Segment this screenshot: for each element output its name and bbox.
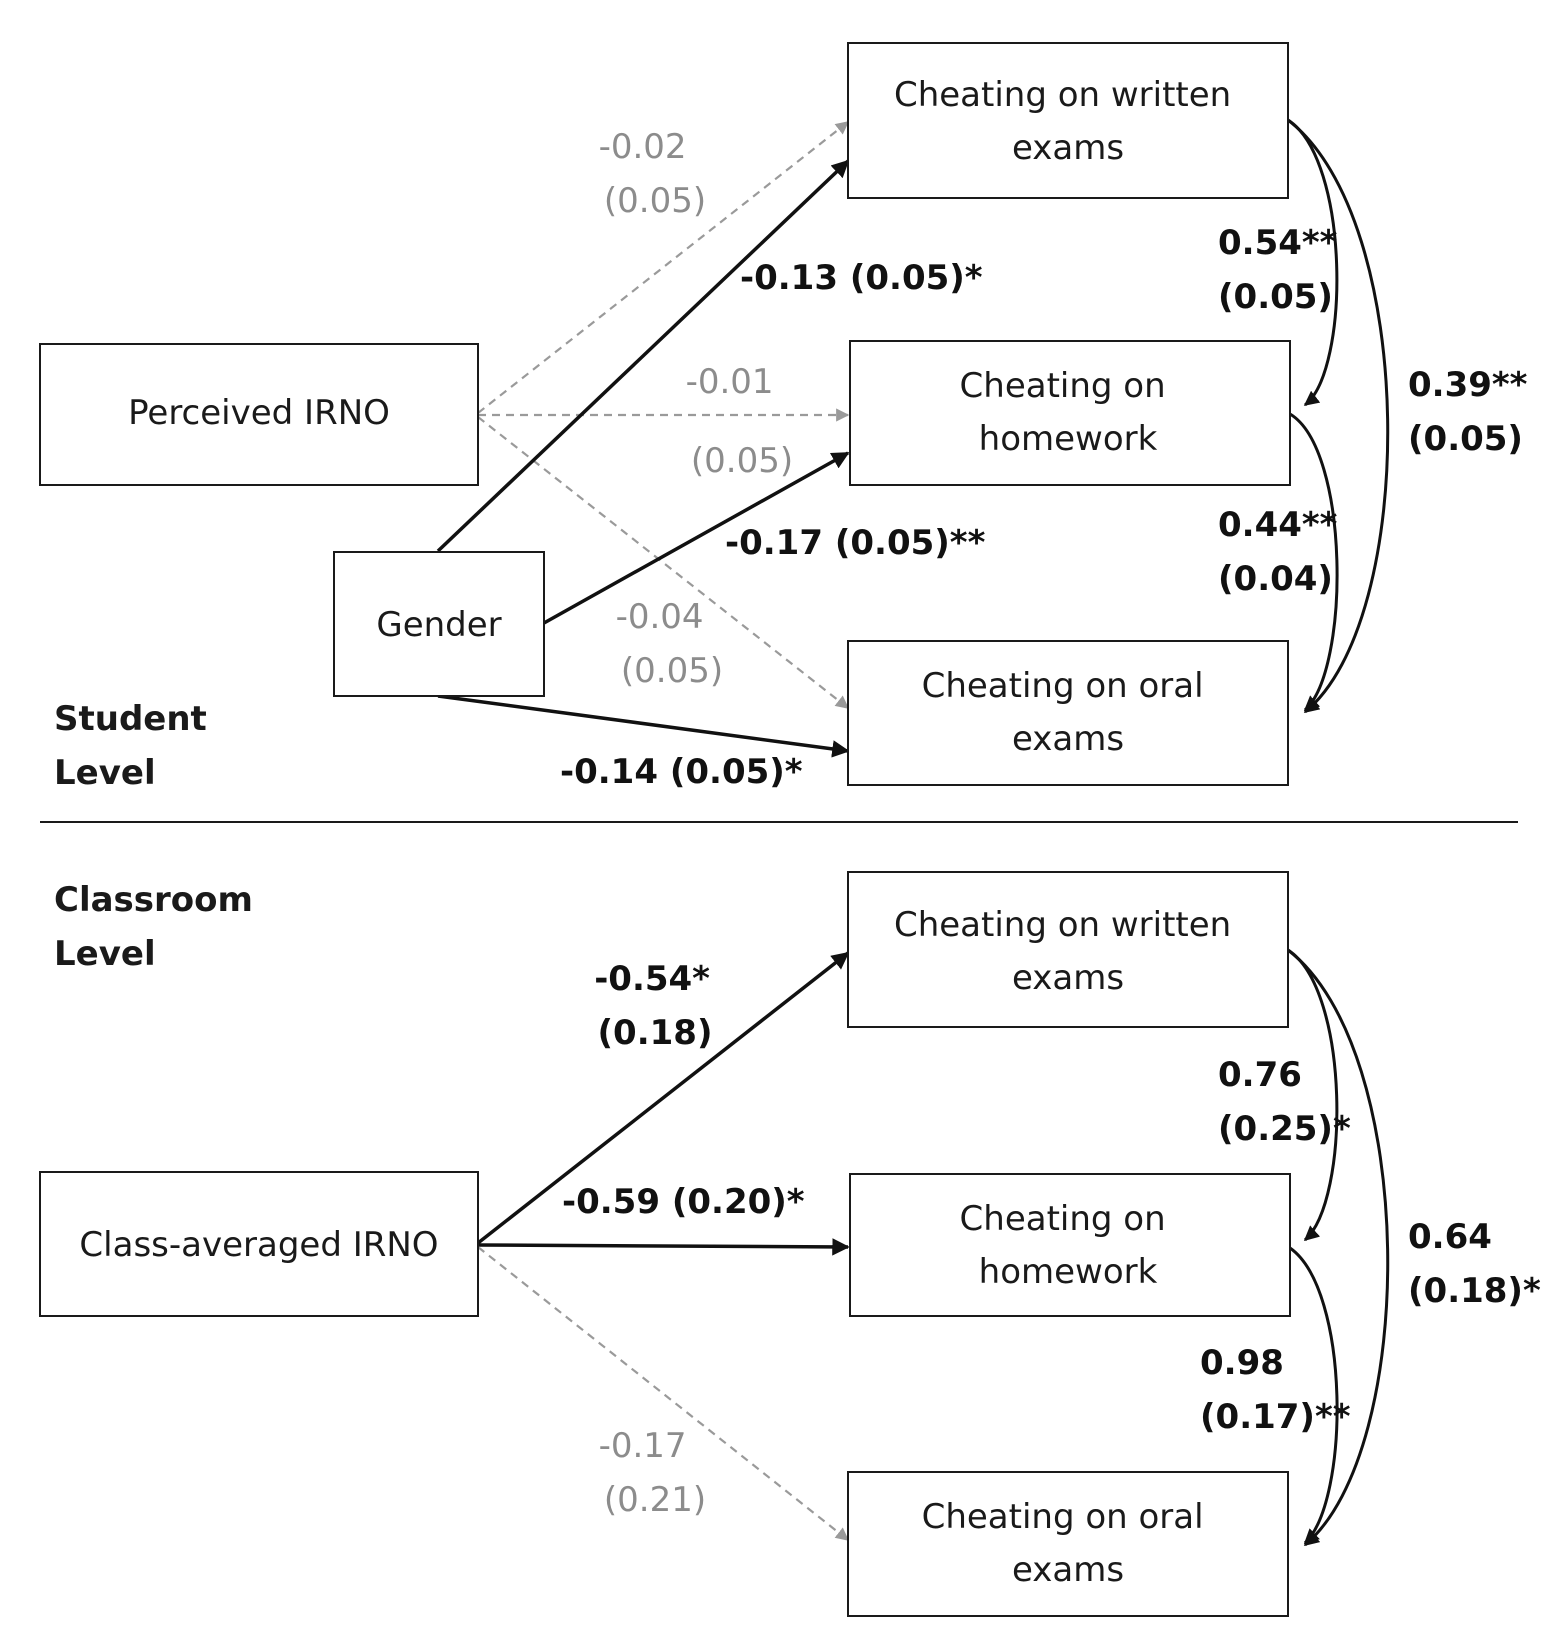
label-cov-class-written-oral: 0.64 (0.18)*: [1408, 1217, 1541, 1311]
label-cov-student-wo-coef: 0.39**: [1408, 365, 1528, 405]
label-cov-class-wo-se: (0.18)*: [1408, 1271, 1541, 1311]
label-gender-homework: -0.17 (0.05)**: [725, 523, 986, 563]
label-class-written-coef: -0.54*: [594, 959, 710, 999]
label-cov-student-homework-oral: 0.44** (0.04): [1218, 505, 1349, 599]
node-class-homework-line-2: homework: [979, 1252, 1158, 1292]
node-perceived-irno-line: Perceived IRNO: [128, 393, 390, 433]
node-student-written-line-2: exams: [1012, 128, 1124, 168]
node-class-oral-line-2: exams: [1012, 1550, 1124, 1590]
path-gender-written: [436, 159, 850, 553]
level-student-label: Student Level: [54, 699, 219, 793]
node-class-irno: Class-averaged IRNO: [39, 1171, 479, 1317]
path-irno-written: [477, 121, 850, 414]
label-class-oral: -0.17 (0.21): [599, 1426, 707, 1520]
label-cov-student-ho-coef: 0.44**: [1218, 505, 1338, 545]
label-gender-written: -0.13 (0.05)*: [740, 258, 983, 298]
cov-student-homework-oral: [1289, 412, 1339, 712]
svg-text:Cheating on homework: Cheating on homework: [960, 366, 1177, 459]
node-class-written: Cheating on written exams: [847, 871, 1289, 1028]
node-class-oral-line-1: Cheating on oral: [922, 1497, 1204, 1537]
node-student-written: Cheating on written exams: [847, 42, 1289, 199]
label-irno-oral: -0.04 (0.05): [616, 597, 724, 691]
level-classroom-line-2: Level: [54, 934, 156, 974]
label-class-oral-se: (0.21): [604, 1480, 706, 1520]
node-class-irno-line: Class-averaged IRNO: [79, 1225, 438, 1265]
node-class-homework-line-1: Cheating on: [960, 1199, 1166, 1239]
svg-text:Cheating on written exam: Cheating on written exams: [894, 905, 1242, 998]
label-irno-homework-coef: -0.01: [686, 362, 774, 402]
label-cov-student-written-homework: 0.54** (0.05): [1218, 223, 1349, 317]
label-gender-oral: -0.14 (0.05)*: [560, 752, 803, 792]
node-class-written-line-2: exams: [1012, 958, 1124, 998]
svg-text:Class-averaged IRNO: Class-averaged IRNO: [79, 1225, 438, 1265]
node-gender: Gender: [333, 551, 545, 697]
node-student-written-line-1: Cheating on written: [894, 75, 1231, 115]
label-cov-class-ho-coef: 0.98: [1200, 1343, 1284, 1383]
path-class-homework: [477, 1238, 850, 1256]
label-class-homework: -0.59 (0.20)*: [562, 1182, 805, 1222]
label-cov-student-written-oral: 0.39** (0.05): [1408, 365, 1539, 459]
label-irno-written-se: (0.05): [604, 181, 706, 221]
label-cov-class-ho-se: (0.17)**: [1200, 1397, 1351, 1437]
cov-student-written-homework: [1287, 118, 1339, 407]
label-cov-class-wh-coef: 0.76: [1218, 1055, 1302, 1095]
node-student-oral-line-2: exams: [1012, 719, 1124, 759]
label-cov-class-wo-coef: 0.64: [1408, 1217, 1492, 1257]
path-class-written: [476, 951, 850, 1245]
level-classroom-line-1: Classroom: [54, 880, 253, 920]
label-cov-student-wh-se: (0.05): [1218, 277, 1333, 317]
node-class-oral: Cheating on oral exams: [847, 1471, 1289, 1617]
cov-student-written-oral: [1287, 118, 1390, 714]
level-student-line-2: Level: [54, 753, 156, 793]
node-student-homework-line-2: homework: [979, 419, 1158, 459]
path-gender-oral: [437, 694, 850, 758]
cov-class-homework-oral: [1289, 1246, 1339, 1545]
node-class-written-line-1: Cheating on written: [894, 905, 1231, 945]
label-irno-written: -0.02 (0.05): [599, 127, 707, 221]
label-cov-student-ho-se: (0.04): [1218, 559, 1333, 599]
label-cov-class-wh-se: (0.25)*: [1218, 1109, 1351, 1149]
path-irno-oral: [477, 416, 850, 709]
node-student-homework: Cheating on homework: [849, 340, 1291, 486]
path-class-oral: [477, 1246, 850, 1541]
node-student-oral: Cheating on oral exams: [847, 640, 1289, 786]
node-gender-line: Gender: [376, 605, 501, 645]
label-cov-student-wo-se: (0.05): [1408, 419, 1523, 459]
label-cov-class-written-homework: 0.76 (0.25)*: [1218, 1055, 1351, 1149]
level-student-line-1: Student: [54, 699, 207, 739]
label-class-oral-coef: -0.17: [599, 1426, 687, 1466]
label-irno-homework: -0.01 (0.05): [686, 362, 794, 481]
label-cov-class-homework-oral: 0.98 (0.17)**: [1200, 1343, 1351, 1437]
svg-text:Gender: Gender: [376, 605, 501, 645]
label-irno-written-coef: -0.02: [599, 127, 687, 167]
svg-text:Cheating on homework: Cheating on homework: [960, 1199, 1177, 1292]
cov-class-written-homework: [1287, 948, 1339, 1242]
label-irno-oral-se: (0.05): [621, 651, 723, 691]
svg-text:Cheating on oral exams: Cheating on oral exams: [922, 1497, 1215, 1590]
node-student-oral-line-1: Cheating on oral: [922, 666, 1204, 706]
path-gender-homework: [543, 451, 850, 625]
label-irno-oral-coef: -0.04: [616, 597, 704, 637]
cov-class-written-oral: [1287, 948, 1390, 1547]
svg-text:Cheating on oral exams: Cheating on oral exams: [922, 666, 1215, 759]
node-student-homework-line-1: Cheating on: [960, 366, 1166, 406]
label-class-written: -0.54* (0.18): [594, 959, 722, 1053]
svg-text:Cheating on written exam: Cheating on written exams: [894, 75, 1242, 168]
label-class-written-se: (0.18): [598, 1013, 713, 1053]
svg-text:Perceived IRNO: Perceived IRNO: [128, 393, 390, 433]
level-classroom-label: Classroom Level: [54, 880, 265, 974]
label-irno-homework-se: (0.05): [691, 441, 793, 481]
node-class-homework: Cheating on homework: [849, 1173, 1291, 1317]
label-cov-student-wh-coef: 0.54**: [1218, 223, 1338, 263]
node-perceived-irno: Perceived IRNO: [39, 343, 479, 486]
